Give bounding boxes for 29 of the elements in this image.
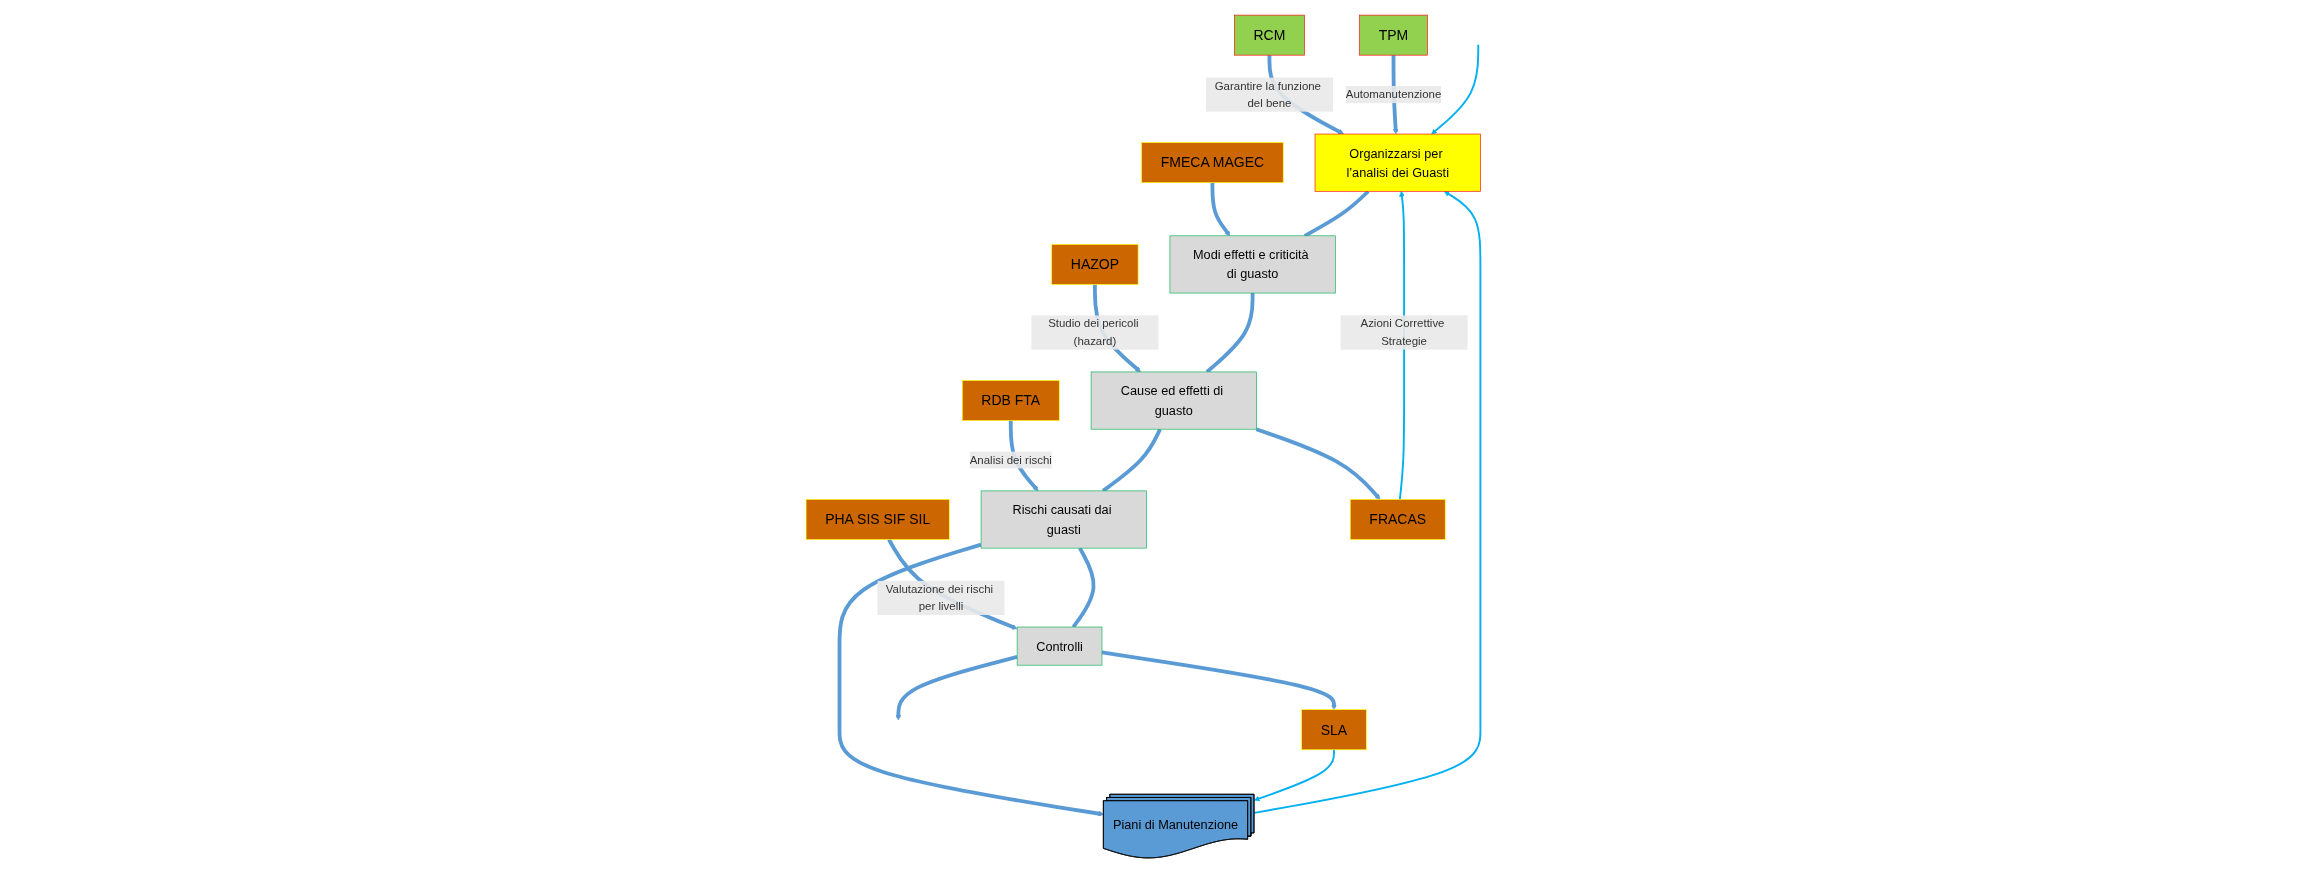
arrow bbox=[1255, 427, 1381, 500]
arrow bbox=[1210, 182, 1231, 237]
edge-label: Garantire la funzione del bene bbox=[1214, 79, 1321, 110]
node-box: RDB FTA bbox=[961, 380, 1060, 421]
node-box: FRACAS bbox=[1349, 499, 1446, 540]
node-box: Cause ed effetti di guasto bbox=[1090, 371, 1257, 430]
arrow bbox=[895, 655, 1018, 721]
node-box: HAZOP bbox=[1051, 244, 1139, 285]
node-box: FMECA MAGEC bbox=[1141, 142, 1284, 183]
node-box: Modi effetti e criticità di guasto bbox=[1169, 235, 1336, 294]
arrow bbox=[1253, 191, 1482, 814]
arrow bbox=[1101, 650, 1337, 710]
arrow bbox=[1431, 43, 1479, 135]
connector bbox=[1071, 547, 1096, 629]
node-box: SLA bbox=[1301, 709, 1367, 751]
edge-label: Azioni Correttive Strategie bbox=[1360, 317, 1445, 348]
node-box: Controlli bbox=[1016, 626, 1103, 666]
arrow bbox=[1398, 191, 1405, 501]
node-box: PHA SIS SIF SIL bbox=[805, 499, 950, 540]
arrow bbox=[1253, 748, 1335, 802]
edge-label: Automanutenzione bbox=[1345, 87, 1442, 101]
edge-label: Studio dei pericoli (hazard) bbox=[1047, 317, 1139, 348]
edge-label: Valutazione dei rischi per livelli bbox=[885, 582, 993, 613]
node-box: TPM bbox=[1359, 14, 1428, 56]
edge-label: Analisi dei rischi bbox=[969, 453, 1052, 467]
node-box: Organizzarsi per l’analisi dei Guasti bbox=[1314, 133, 1481, 192]
node-box: Rischi causati dai guasti bbox=[980, 490, 1147, 549]
arrow bbox=[837, 542, 1104, 817]
node-box: RCM bbox=[1233, 14, 1305, 56]
